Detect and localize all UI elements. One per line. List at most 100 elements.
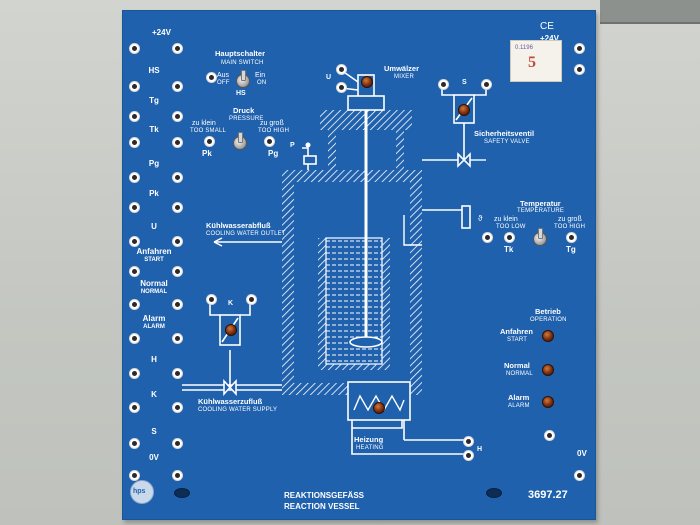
left-label-normal: Normal: [134, 280, 174, 288]
jack-pk[interactable]: [129, 202, 140, 213]
mixer-jack-1[interactable]: [336, 64, 347, 75]
jack-hs-2[interactable]: [172, 81, 183, 92]
heating-title: Heizung: [354, 436, 383, 444]
jack-normal-2[interactable]: [172, 299, 183, 310]
jack-s-2[interactable]: [172, 438, 183, 449]
pressure-title: Druck: [233, 107, 254, 115]
temperature-high: zu groß: [558, 216, 582, 223]
operation-alarm-led: [542, 396, 554, 408]
reaction-vessel-panel: +24V HS Tg Tk Pg Pk U Anfahren START Nor…: [122, 10, 596, 520]
jack-normal[interactable]: [129, 299, 140, 310]
temperature-jack-low[interactable]: [504, 232, 515, 243]
jack-u-2[interactable]: [172, 236, 183, 247]
cooling-supply-jack-2[interactable]: [246, 294, 257, 305]
safety-valve-jack-2[interactable]: [481, 79, 492, 90]
safety-valve-jack-1[interactable]: [438, 79, 449, 90]
operation-start-led: [542, 330, 554, 342]
jack-start-2[interactable]: [172, 266, 183, 277]
left-label-tg: Tg: [134, 97, 174, 105]
jack-24v-left-2[interactable]: [172, 43, 183, 54]
logo-text: hps: [133, 488, 145, 495]
left-sub-normal: NORMAL: [134, 289, 174, 295]
jack-24v-right[interactable]: [574, 43, 585, 54]
temperature-title-en: TEMPERATURE: [517, 208, 564, 214]
jack-k[interactable]: [129, 402, 140, 413]
jack-k-2[interactable]: [172, 402, 183, 413]
pressure-low-en: TOO SMALL: [190, 128, 226, 134]
pressure-jack-low[interactable]: [204, 136, 215, 147]
jack-pg-2[interactable]: [172, 172, 183, 183]
jack-pk-2[interactable]: [172, 202, 183, 213]
temperature-low-en: TOO LOW: [496, 224, 526, 230]
mounting-hole-right: [486, 488, 502, 498]
pressure-high-code: Pg: [268, 150, 278, 158]
pressure-high-en: TOO HIGH: [258, 128, 289, 134]
sticker-code: 0.1196: [515, 45, 533, 51]
temperature-low-code: Tk: [504, 246, 513, 254]
left-label-h: H: [134, 356, 174, 364]
jack-pg[interactable]: [129, 172, 140, 183]
pressure-title-en: PRESSURE: [229, 116, 264, 122]
jack-alarm-2[interactable]: [172, 333, 183, 344]
main-switch-toggle[interactable]: [236, 74, 250, 88]
cooling-supply-led: [225, 324, 237, 336]
heating-jack-2[interactable]: [463, 450, 474, 461]
jack-u[interactable]: [129, 236, 140, 247]
operation-normal-led: [542, 364, 554, 376]
left-label-hs: HS: [134, 67, 174, 75]
jack-0v-right-2[interactable]: [574, 470, 585, 481]
left-label-s: S: [134, 428, 174, 436]
left-label-u: U: [134, 223, 174, 231]
adjacent-module-edge: [600, 0, 700, 24]
pressure-high: zu groß: [260, 120, 284, 127]
main-switch-on: Ein: [255, 72, 265, 79]
temperature-selector[interactable]: [533, 232, 547, 246]
heating-code: H: [477, 446, 482, 453]
operation-title: Betrieb: [535, 308, 561, 316]
heating-jack-1[interactable]: [463, 436, 474, 447]
jack-0v-right[interactable]: [544, 430, 555, 441]
jack-0v-left-2[interactable]: [172, 470, 183, 481]
main-switch-code: HS: [236, 90, 246, 97]
pressure-selector[interactable]: [233, 136, 247, 150]
jack-h-2[interactable]: [172, 368, 183, 379]
operation-alarm: Alarm: [508, 394, 529, 402]
operation-start-en: START: [507, 337, 527, 343]
pressure-jack-high[interactable]: [264, 136, 275, 147]
pressure-low: zu klein: [192, 120, 216, 127]
operation-normal: Normal: [504, 362, 530, 370]
jack-tk[interactable]: [129, 137, 140, 148]
model-number: 3697.27: [528, 490, 568, 501]
jack-alarm[interactable]: [129, 333, 140, 344]
panel-title-de: REAKTIONSGEFÄSS: [284, 492, 364, 500]
heating-title-en: HEATING: [356, 445, 384, 451]
jack-s[interactable]: [129, 438, 140, 449]
pressure-port-label: P: [290, 142, 295, 149]
jack-start[interactable]: [129, 266, 140, 277]
safety-valve-title-en: SAFETY VALVE: [484, 139, 530, 145]
jack-24v-left[interactable]: [129, 43, 140, 54]
jack-h[interactable]: [129, 368, 140, 379]
temperature-low: zu klein: [494, 216, 518, 223]
operation-start: Anfahren: [500, 328, 533, 336]
mixer-jack-2[interactable]: [336, 82, 347, 93]
cooling-outlet-title-en: COOLING WATER OUTLET: [206, 231, 286, 237]
temperature-jack[interactable]: [482, 232, 493, 243]
jack-tg[interactable]: [129, 111, 140, 122]
jack-24v-right-2[interactable]: [574, 64, 585, 75]
cooling-supply-jack-1[interactable]: [206, 294, 217, 305]
cooling-supply-title: Kühlwasserzufluß: [198, 398, 262, 406]
cooling-supply-title-en: COOLING WATER SUPPLY: [198, 407, 277, 413]
temperature-jack-high[interactable]: [566, 232, 577, 243]
left-label-pg: Pg: [134, 160, 174, 168]
jack-tg-2[interactable]: [172, 111, 183, 122]
jack-tk-2[interactable]: [172, 137, 183, 148]
manufacturer-logo: hps: [130, 480, 154, 504]
inventory-sticker: 0.1196 5: [510, 40, 562, 82]
main-switch-jack[interactable]: [206, 72, 217, 83]
operation-title-en: OPERATION: [530, 317, 567, 323]
mixer-led: [361, 76, 373, 88]
right-0v-label: 0V: [577, 450, 587, 458]
jack-hs[interactable]: [129, 81, 140, 92]
main-switch-off-en: OFF: [217, 80, 230, 86]
